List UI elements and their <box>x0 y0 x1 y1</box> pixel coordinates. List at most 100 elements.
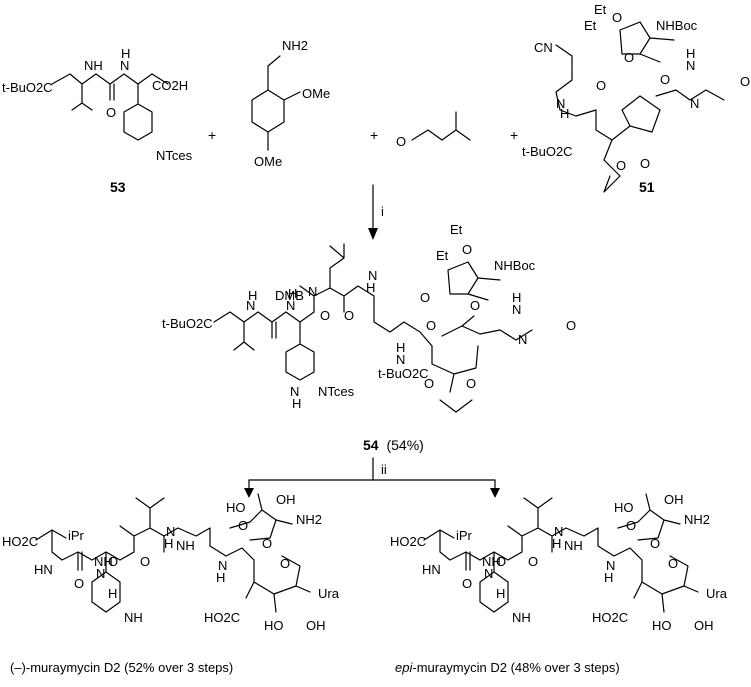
svg-text:NH2: NH2 <box>282 38 308 53</box>
atom-label: NH <box>564 538 583 553</box>
compound-number-51: 51 <box>639 179 655 195</box>
svg-text:N: N <box>396 352 405 367</box>
plus-sign: + <box>510 127 518 143</box>
atom-label: O <box>280 556 290 571</box>
product-bonds <box>423 493 699 613</box>
svg-text:NHBoc: NHBoc <box>494 258 536 273</box>
atom-label: HO2C <box>2 534 38 549</box>
atom-label: O <box>650 536 660 551</box>
compound-isovaleraldehyde: O <box>396 111 471 149</box>
svg-text:t-BuO2C: t-BuO2C <box>162 316 213 331</box>
atom-label: NH <box>176 538 195 553</box>
svg-text:O: O <box>320 308 330 323</box>
atom-label: H <box>216 570 225 585</box>
svg-text:N: N <box>556 96 565 111</box>
atom-label: O <box>668 556 678 571</box>
atom-label: NH <box>512 610 531 625</box>
svg-text:N: N <box>686 58 695 73</box>
atom-label: NH2 <box>296 512 322 527</box>
svg-text:H: H <box>248 288 257 303</box>
plus-sign: + <box>370 127 378 143</box>
svg-text:H: H <box>292 396 301 411</box>
svg-text:Et: Et <box>436 248 449 263</box>
svg-text:O: O <box>740 74 750 89</box>
label-co2h: CO2H <box>152 78 188 93</box>
svg-text:O: O <box>420 290 430 305</box>
svg-text:H: H <box>560 106 569 121</box>
reaction-arrow-ii: ii <box>244 457 500 498</box>
atom-label: iPr <box>68 528 85 543</box>
svg-text:O: O <box>566 318 576 333</box>
atom-label: NH <box>482 554 501 569</box>
svg-text:N: N <box>308 284 317 299</box>
svg-text:H: H <box>396 340 405 355</box>
atom-label: OH <box>306 618 326 633</box>
plus-sign: + <box>208 127 216 143</box>
svg-text:O: O <box>344 308 354 323</box>
svg-text:O: O <box>462 242 472 257</box>
svg-text:H: H <box>121 46 130 61</box>
atom-label: Ura <box>318 586 340 601</box>
svg-text:N: N <box>512 302 521 317</box>
svg-text:O: O <box>640 156 650 171</box>
reagent-label-ii: ii <box>381 462 387 477</box>
svg-text:O: O <box>396 134 406 149</box>
reagent-label-i: i <box>381 204 384 219</box>
svg-text:O: O <box>596 78 606 93</box>
svg-text:N: N <box>286 298 295 313</box>
product-bonds <box>35 493 311 613</box>
atom-label: H <box>108 586 117 601</box>
compound-number-54: 54 (54%) <box>363 437 424 453</box>
product-name-epi-muraymycin-d2: epi-muraymycin D2 (48% over 3 steps) <box>395 660 620 675</box>
svg-text:O: O <box>470 298 480 313</box>
atom-label: H <box>164 536 173 551</box>
atom-label: N <box>218 558 227 573</box>
atom-label: NH2 <box>684 512 710 527</box>
atom-label: NH <box>124 610 143 625</box>
svg-text:O: O <box>612 10 622 25</box>
atom-label: O <box>140 554 150 569</box>
compound-54: DMB N t-BuO2C H N N H O NTces N H H N O … <box>162 222 576 413</box>
atom-label: N <box>166 524 175 539</box>
atom-label: OH <box>276 492 296 507</box>
svg-text:NTces: NTces <box>318 384 355 399</box>
svg-text:N: N <box>368 268 377 283</box>
atom-label: OH <box>694 618 714 633</box>
atom-label: HO2C <box>390 534 426 549</box>
atom-label: HO <box>614 500 634 515</box>
svg-text:t-BuO2C: t-BuO2C <box>522 144 573 159</box>
atom-label: O <box>626 518 636 533</box>
svg-text:H: H <box>686 46 695 61</box>
svg-text:O: O <box>106 105 116 120</box>
atom-label: O <box>74 576 84 591</box>
label-ntces: NTces <box>156 148 193 163</box>
svg-text:OMe: OMe <box>254 154 282 169</box>
atom-label: H <box>552 536 561 551</box>
svg-text:O: O <box>616 158 626 173</box>
reaction-arrow-i: i <box>368 184 384 240</box>
svg-text:CN: CN <box>534 40 553 55</box>
atom-label: N <box>96 566 105 581</box>
svg-text:H: H <box>366 280 375 295</box>
atom-label: HO <box>226 500 246 515</box>
svg-text:Et: Et <box>450 222 463 237</box>
atom-label: O <box>238 518 248 533</box>
atom-label: H <box>604 570 613 585</box>
atom-label: O <box>496 554 506 569</box>
svg-text:N: N <box>518 332 527 347</box>
atom-label: HN <box>422 562 441 577</box>
svg-text:O: O <box>624 50 634 65</box>
atom-label: Ura <box>706 586 728 601</box>
atom-label: HN <box>34 562 53 577</box>
atom-label: HO <box>264 618 284 633</box>
svg-text:t-BuO2C: t-BuO2C <box>378 366 429 381</box>
atom-label: NH <box>94 554 113 569</box>
atom-label: HO2C <box>592 610 628 625</box>
compound-53: t-BuO2C CO2H NH N H NTces O <box>2 46 193 163</box>
svg-text:N: N <box>290 384 299 399</box>
svg-text:NH: NH <box>84 58 103 73</box>
label-tbuo2c: t-BuO2C <box>2 80 53 95</box>
